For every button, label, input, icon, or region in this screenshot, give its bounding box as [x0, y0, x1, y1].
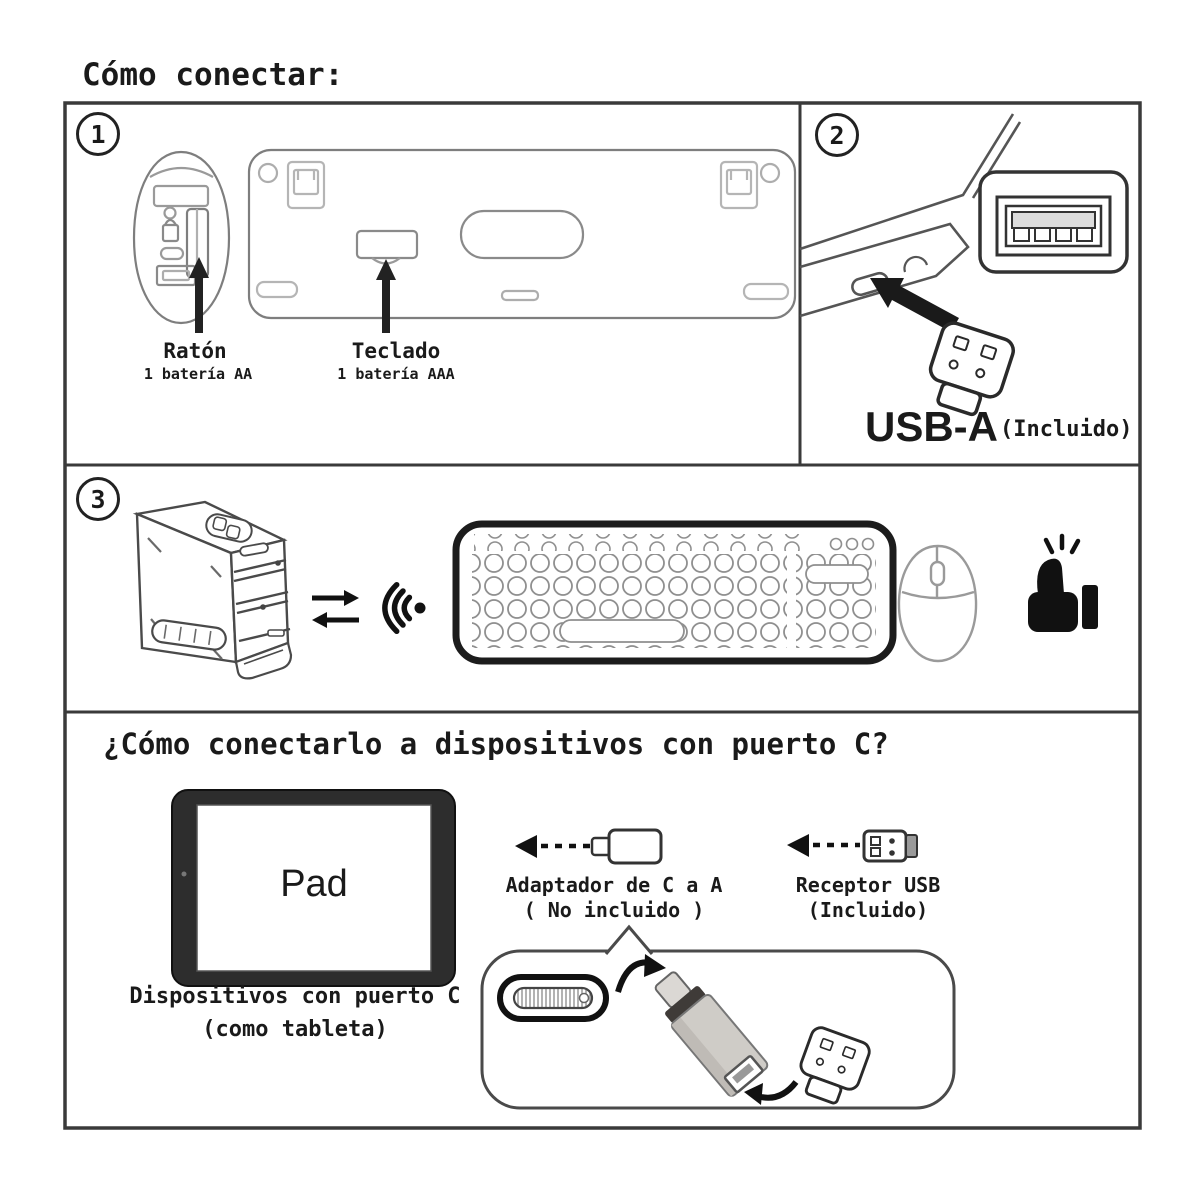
sync-arrows-icon	[312, 590, 359, 628]
keyboard-top-illustration	[452, 520, 897, 665]
pad-label: Pad	[280, 863, 348, 905]
usb-a-port-zoom	[978, 170, 1129, 274]
insert-arrow-icon	[870, 278, 959, 332]
usb-a-note: (Incluido)	[1000, 417, 1133, 442]
usb-receiver-front-icon	[862, 829, 918, 863]
device-caption-line2: (como tableta)	[202, 1017, 388, 1042]
step1-badge: 1	[76, 112, 120, 156]
curved-arrow-right-icon	[615, 954, 666, 993]
adapter-caption-line2: ( No incluido )	[523, 898, 705, 922]
adapter-dashed-arrow-icon	[515, 835, 592, 858]
adapter-3d-illustration	[654, 971, 769, 1097]
mouse-label: Ratón	[163, 339, 227, 363]
receiver-dashed-arrow-icon	[787, 834, 860, 857]
curved-arrow-left-icon	[744, 1080, 799, 1105]
keyboard-label: Teclado	[351, 339, 441, 363]
page-title: Cómo conectar:	[82, 57, 344, 93]
type-c-heading: ¿Cómo conectarlo a dispositivos con puer…	[103, 727, 889, 761]
device-caption-line1: Dispositivos con puerto C	[129, 984, 461, 1009]
usb-c-port-icon	[497, 974, 609, 1022]
c-to-a-adapter-icon	[590, 828, 663, 865]
mouse-battery-arrow-icon	[189, 257, 209, 333]
mouse-top-illustration	[897, 544, 978, 663]
wireless-signal-icon	[382, 581, 426, 635]
step3-number: 3	[90, 484, 106, 514]
step1-number: 1	[90, 119, 106, 149]
adapter-caption-line1: Adaptador de C a A	[505, 873, 723, 897]
mouse-battery-label: 1 batería AA	[143, 365, 253, 383]
pc-tower-illustration	[132, 500, 293, 680]
tablet-illustration	[171, 789, 456, 987]
keyboard-underside-illustration	[247, 148, 797, 320]
receiver-caption-line1: Receptor USB	[795, 873, 941, 897]
keyboard-battery-arrow-icon	[376, 259, 396, 333]
step2-badge: 2	[815, 113, 859, 157]
mouse-underside-illustration	[132, 150, 231, 325]
keyboard-battery-label: 1 batería AAA	[337, 365, 455, 383]
usb-a-label: USB-A	[865, 403, 998, 450]
step2-number: 2	[829, 120, 845, 150]
panel-frame	[63, 101, 1142, 1130]
step3-badge: 3	[76, 477, 120, 521]
thumbs-up-icon	[1028, 533, 1098, 632]
receiver-caption-line2: (Incluido)	[807, 898, 929, 922]
